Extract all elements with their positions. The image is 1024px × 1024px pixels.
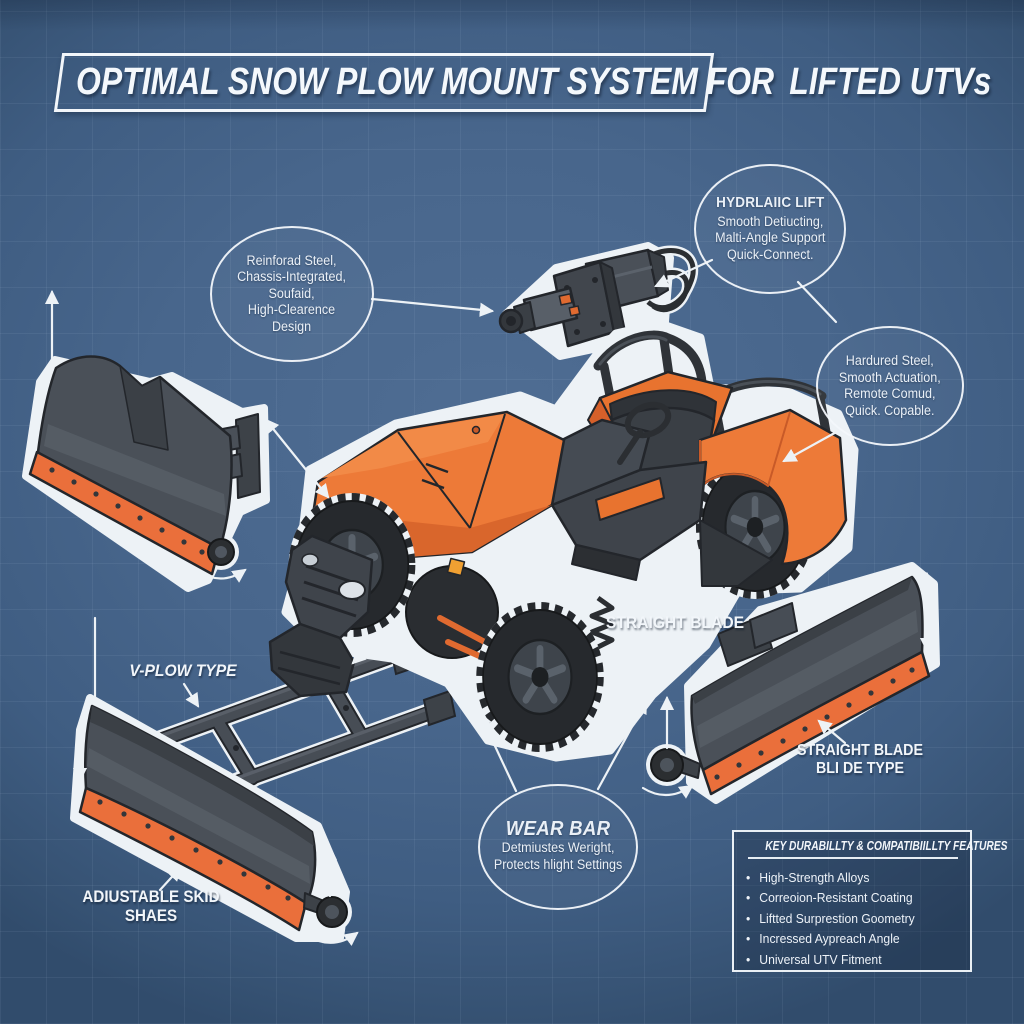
bullet-icon: • xyxy=(746,910,751,926)
label-straight-blade-type-line1: STRAIGHT BLADE xyxy=(797,742,923,759)
callout-wear-bar-title: WEAR BAR xyxy=(505,817,611,840)
bullet-icon: • xyxy=(746,890,751,906)
bullet-icon: • xyxy=(746,951,751,967)
feature-item: • Liftted Surprestion Goometry xyxy=(746,909,949,930)
arrow-hardened-to-utv xyxy=(782,428,842,463)
feature-item: • High-Strength Alloys xyxy=(746,868,949,889)
arrow-utv-to-frame xyxy=(351,641,375,665)
label-straight-blade: STRAIGHT BLADE xyxy=(605,613,745,632)
callout-hydraulic-title: HYDRLAIIC LIFT xyxy=(715,195,825,211)
rotate-arrow-rightblade-wheel xyxy=(641,784,694,799)
callout-hydraulic-line: Malti-Angle Support xyxy=(714,230,826,245)
arrow-front-mount-double xyxy=(264,418,330,499)
bullet-icon: • xyxy=(746,869,751,885)
callout-wear-bar: WEAR BAR Detmiustes Weright, Protects hl… xyxy=(478,784,638,910)
features-box-rule xyxy=(748,857,958,859)
annotation-arrows xyxy=(44,258,935,947)
line-front-callout-to-actuator xyxy=(370,297,495,317)
feature-item: • Correoion-Resistant Coating xyxy=(746,888,949,909)
arrow-vplow-label xyxy=(182,682,200,708)
callout-wear-bar-line: Protects hlight Settings xyxy=(493,856,623,872)
label-adjustable-skid-line1: ADIUSTABLE SKID xyxy=(82,888,220,906)
arrow-wearbar-right xyxy=(596,699,648,791)
callout-hydraulic-lift: HYDRLAIIC LIFT Smooth Detiucting, Malti-… xyxy=(694,164,846,294)
feature-item: • Incressed Aypreach Angle xyxy=(746,929,949,950)
rotate-arrow-vplow-wheel xyxy=(198,568,247,583)
utv-front-right-wheel xyxy=(476,602,604,752)
label-straight-blade-type: STRAIGHT BLADE BLI DE TYPE xyxy=(786,742,933,778)
feature-item: • Universal UTV Fitment xyxy=(746,950,949,971)
callout-hardened-line: Quick. Copable. xyxy=(845,402,935,418)
utv-illustration xyxy=(268,319,859,762)
page-title-suffix: LIFTED UTVs xyxy=(789,61,992,103)
label-straight-blade-type-line2: BLI DE TYPE xyxy=(816,760,904,777)
callout-hardened-steel: Hardured Steel, Smooth Actuation, Remote… xyxy=(816,326,964,446)
callout-hydraulic-line: Quick-Connect. xyxy=(726,246,814,262)
bullet-icon: • xyxy=(746,931,751,947)
arrow-blade-type-label xyxy=(817,719,847,745)
callout-hydraulic-line: Smooth Detiucting, xyxy=(716,213,824,229)
straight-blade-left-illustration xyxy=(70,694,352,942)
callout-hardened-line: Remote Comud, xyxy=(844,386,936,401)
line-hydraulic-to-hardened xyxy=(796,280,838,324)
callout-front-line: Soufaid, xyxy=(268,285,316,301)
label-adjustable-skid: ADIUSTABLE SKID SHAES xyxy=(79,888,223,926)
callout-hardened-line: Hardured Steel, xyxy=(846,353,934,368)
callout-front-mount: Reinforad Steel, Chassis-Integrated, Sou… xyxy=(210,226,374,362)
straight-blade-right-illustration xyxy=(646,562,940,804)
v-plow-illustration xyxy=(22,355,270,592)
features-box: KEY DURABILLTY & COMPATIBIILLTY FEATURES… xyxy=(732,830,1008,972)
callout-hardened-line: Smooth Actuation, xyxy=(839,369,941,385)
label-v-plow-type: V-PLOW TYPE xyxy=(129,661,237,680)
arrow-hydraulic-to-actuator xyxy=(654,258,714,288)
features-box-title: KEY DURABILLTY & COMPATIBIILLTY FEATURES xyxy=(765,839,1008,853)
arrow-skid-label xyxy=(158,866,182,892)
feature-item-text: Correoion-Resistant Coating xyxy=(759,890,913,906)
feature-item-text: Universal UTV Fitment xyxy=(759,951,882,967)
page-title: OPTIMAL SNOW PLOW MOUNT SYSTEM FOR LIFTE… xyxy=(76,61,991,104)
callout-front-line: High-Clearence xyxy=(248,302,336,318)
feature-item-text: Incressed Aypreach Angle xyxy=(759,931,900,947)
arrow-wearbar-left xyxy=(478,712,518,793)
callout-front-line: Reinforad Steel, xyxy=(246,252,338,268)
feature-item-text: High-Strength Alloys xyxy=(759,869,870,885)
feature-item-text: Liftted Surprestion Goometry xyxy=(759,910,915,926)
callout-front-line: Design xyxy=(272,318,312,334)
rotate-arrow-leftblade-wheel xyxy=(306,931,359,947)
callout-front-line: Chassis-Integrated, xyxy=(237,269,347,285)
label-adjustable-skid-line2: SHAES xyxy=(124,907,178,925)
callout-wear-bar-line: Detmiustes Weright, xyxy=(501,840,615,856)
arrow-straight-blade-label xyxy=(649,584,678,614)
page-title-boxed: OPTIMAL SNOW PLOW MOUNT SYSTEM FOR xyxy=(76,61,775,103)
features-list: • High-Strength Alloys • Correoion-Resista… xyxy=(746,868,949,971)
